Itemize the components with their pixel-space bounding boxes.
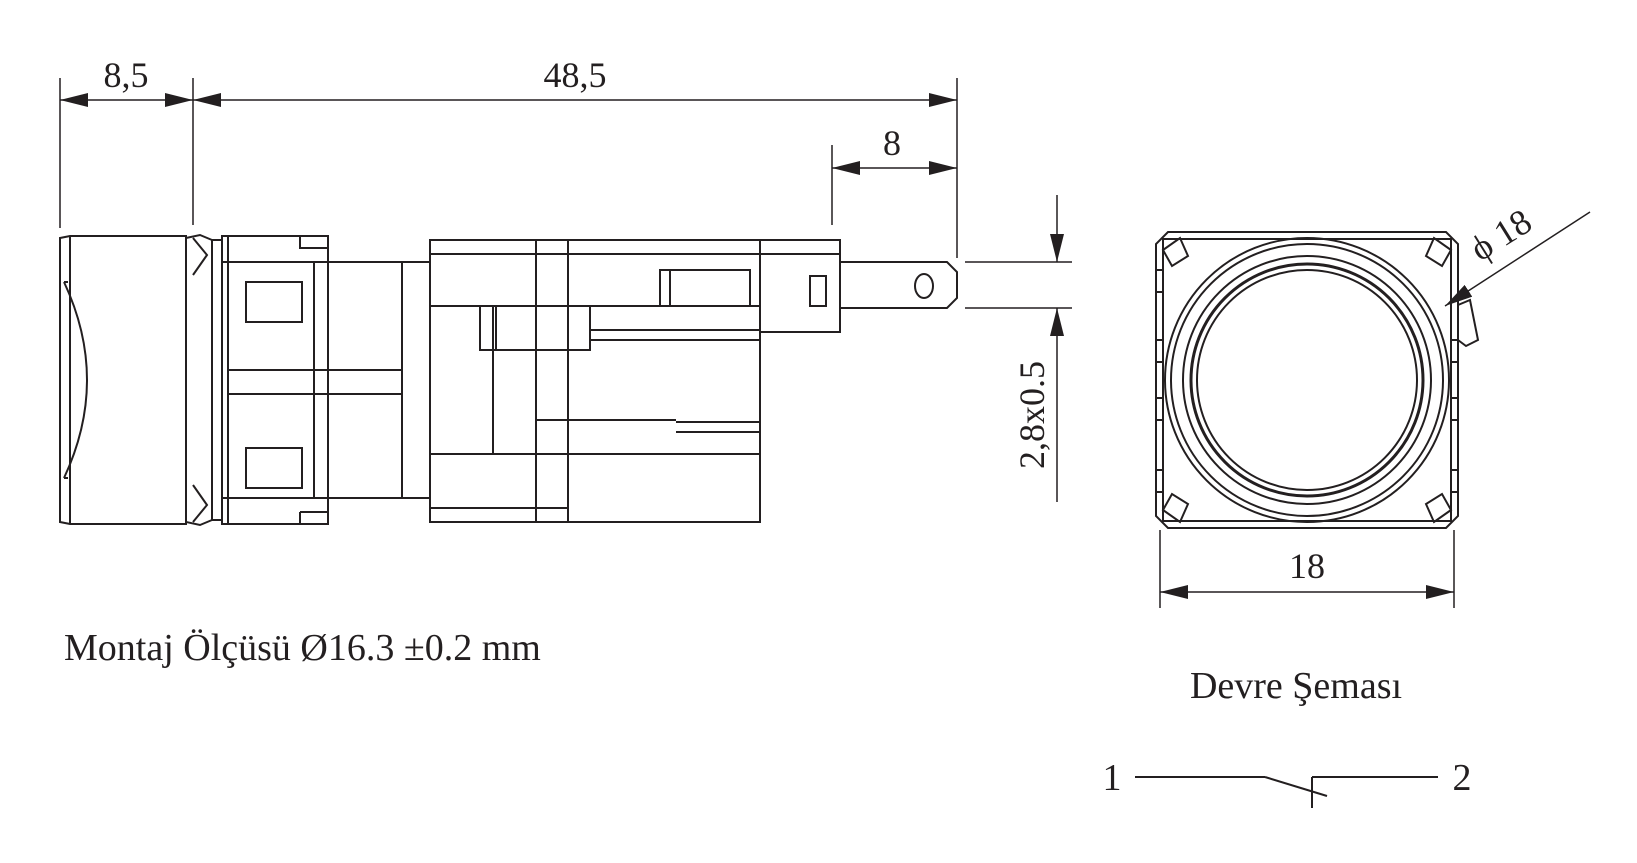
button-cap [59,235,187,525]
side-tab-r4 [1450,469,1459,493]
circuit-caption: Devre Şeması [1190,665,1402,707]
bezel-inner-circle [1182,255,1432,505]
lens-inner-circle [1196,269,1418,491]
mounting-holder [221,235,329,525]
side-view: 8,5 48,5 8 [59,55,1072,527]
side-tab-l2 [1155,339,1164,363]
dimension-body-length: 48,5 [544,55,607,95]
side-tab-l3 [1155,397,1164,421]
terminal-housing [659,239,841,333]
dimension-head-depth: 8,5 [104,55,149,95]
circuit-terminal-2: 2 [1453,757,1472,799]
bezel-outer-circle [1164,237,1450,523]
lens-outer-circle [1189,262,1425,498]
dimension-diameter: 18 [1487,201,1539,254]
side-tab-r3 [1450,397,1459,421]
dimension-terminal-length: 8 [883,123,901,163]
circuit-diagram: Devre Şeması 1 2 [1103,665,1472,808]
diameter-leader [1444,211,1591,307]
terminal-tab [840,261,958,309]
front-view: ϕ 18 18 [1155,201,1591,608]
dimension-front-width: 18 [1289,546,1325,586]
bezel-mid-circle [1170,243,1444,517]
square-housing [1155,231,1459,529]
corner-clip-br [1424,492,1453,524]
circuit-switch-contact [1264,776,1328,797]
side-tab-r2 [1450,339,1459,363]
corner-clip-bl [1161,492,1190,524]
dimension-terminal-size: 2,8x0.5 [1012,361,1052,469]
corner-clip-tl [1161,236,1190,268]
circuit-terminal-1: 1 [1103,757,1122,799]
mounting-caption: Montaj Ölçüsü Ø16.3 ±0.2 mm [64,627,541,669]
side-tab-l1 [1155,269,1164,293]
alignment-key [1457,298,1480,348]
bezel-ring [185,233,223,527]
corner-clip-tr [1424,236,1453,268]
neck [328,261,430,499]
side-tab-l4 [1155,469,1164,493]
switch-body [429,239,761,523]
